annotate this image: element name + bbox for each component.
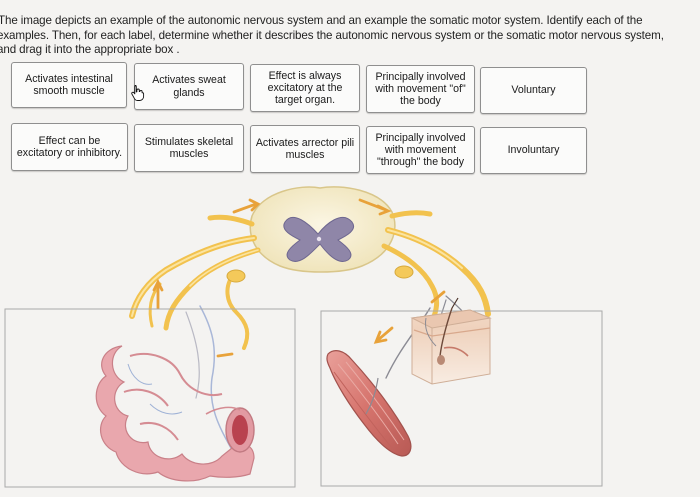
autonomic-nerves — [129, 214, 261, 451]
label-movement-of-body[interactable]: Principally involved with movement "of" … — [366, 65, 475, 113]
instructions-line-2: examples. Then, for each label, determin… — [0, 28, 664, 42]
label-effect-always-excitatory[interactable]: Effect is always excitatory at the targe… — [250, 64, 360, 112]
spinal-cord — [249, 186, 396, 273]
label-effect-excitatory-or-inhibitory[interactable]: Effect can be excitatory or inhibitory. — [11, 123, 128, 171]
instructions-line-3: and drag it into the appropriate box . — [0, 43, 180, 57]
label-activates-intestinal-smooth-muscle[interactable]: Activates intestinal smooth muscle — [11, 62, 127, 108]
instructions-line-1: The image depicts an example of the auto… — [0, 14, 643, 27]
skeletal-muscle-illustration — [326, 350, 412, 457]
label-movement-through-body[interactable]: Principally involved with movement "thro… — [366, 126, 475, 174]
nervous-system-figure — [4, 186, 603, 488]
instructions: The image depicts an example of the auto… — [0, 14, 696, 58]
label-activates-arrector-pili[interactable]: Activates arrector pili muscles — [250, 125, 360, 173]
label-stimulates-skeletal-muscles[interactable]: Stimulates skeletal muscles — [134, 124, 244, 172]
signal-arrows — [152, 198, 446, 358]
label-voluntary[interactable]: Voluntary — [480, 67, 587, 114]
intestine-illustration — [95, 345, 255, 482]
dropzone-autonomic[interactable] — [4, 308, 296, 488]
label-involuntary[interactable]: Involuntary — [480, 127, 587, 174]
skin-illustration — [410, 297, 492, 385]
hand-cursor-icon — [131, 85, 145, 101]
label-activates-sweat-glands[interactable]: Activates sweat glands — [134, 63, 244, 110]
